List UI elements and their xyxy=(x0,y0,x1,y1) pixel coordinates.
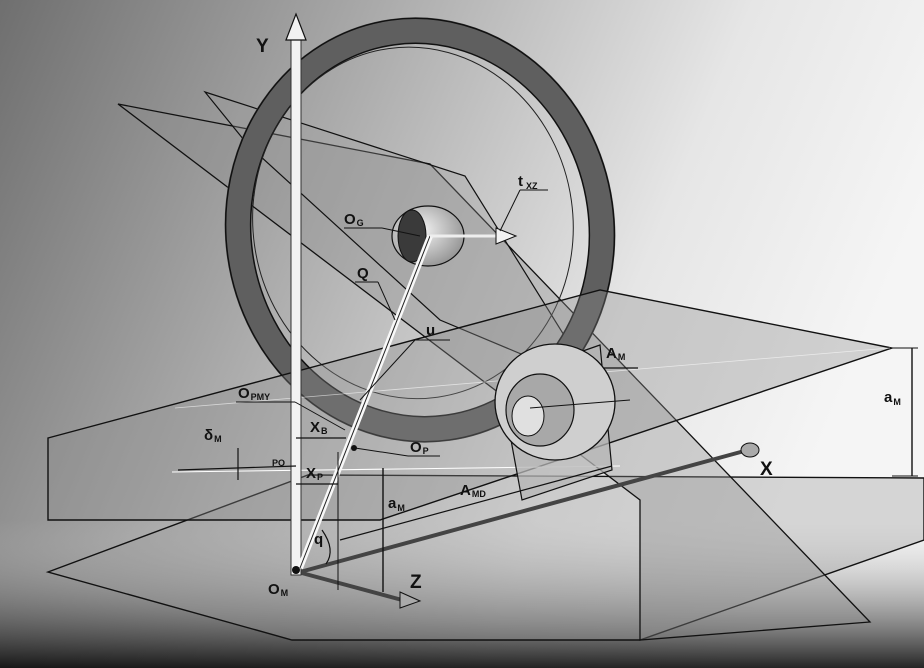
label-po: PO xyxy=(272,458,285,468)
q-angle-arc xyxy=(321,529,331,565)
label-delta-m: δM xyxy=(204,427,222,444)
leader-line xyxy=(354,447,409,457)
y-axis-label: Y xyxy=(256,36,269,57)
label-q: Q xyxy=(357,265,369,282)
o-p-point xyxy=(351,445,357,451)
po-dimension xyxy=(177,465,297,471)
leader-line xyxy=(499,189,521,232)
label-o-pmy: OPMY xyxy=(238,385,270,402)
label-o-m: OM xyxy=(268,581,288,598)
label-a-m-top: AM xyxy=(606,345,625,362)
a-md-dimension xyxy=(339,465,613,541)
y-axis-shaft xyxy=(290,39,302,576)
label-a-md: AMD xyxy=(460,482,486,499)
z-axis-arrow xyxy=(399,591,422,609)
o-m-point xyxy=(292,566,300,574)
x-axis-line xyxy=(299,448,749,574)
x-axis-label: X xyxy=(760,459,773,480)
label-x-p: XP xyxy=(306,465,323,482)
label-o-p: OP xyxy=(410,439,429,456)
label-x-b: XB xyxy=(310,419,328,436)
label-o-g: OG xyxy=(344,211,364,228)
leader-line xyxy=(381,227,421,237)
q-vector-edge xyxy=(299,235,431,569)
lower-plane xyxy=(45,474,924,641)
y-axis-arrow xyxy=(285,12,307,41)
x-axis-arrow xyxy=(740,442,760,458)
leader-line xyxy=(294,401,346,431)
label-a-m-right: aM xyxy=(884,389,901,407)
label-q-angle: q xyxy=(314,531,323,548)
leader-line xyxy=(359,339,416,401)
wheel xyxy=(224,17,616,443)
z-axis-line xyxy=(297,570,403,602)
label-a-m-mid: aM xyxy=(388,495,405,513)
label-u: u xyxy=(426,322,435,339)
upper-plane xyxy=(47,289,895,521)
motor-assembly xyxy=(494,343,631,501)
z-axis-label: Z xyxy=(410,572,422,593)
t-xz-arrow xyxy=(495,227,518,245)
leader-line xyxy=(377,281,396,321)
